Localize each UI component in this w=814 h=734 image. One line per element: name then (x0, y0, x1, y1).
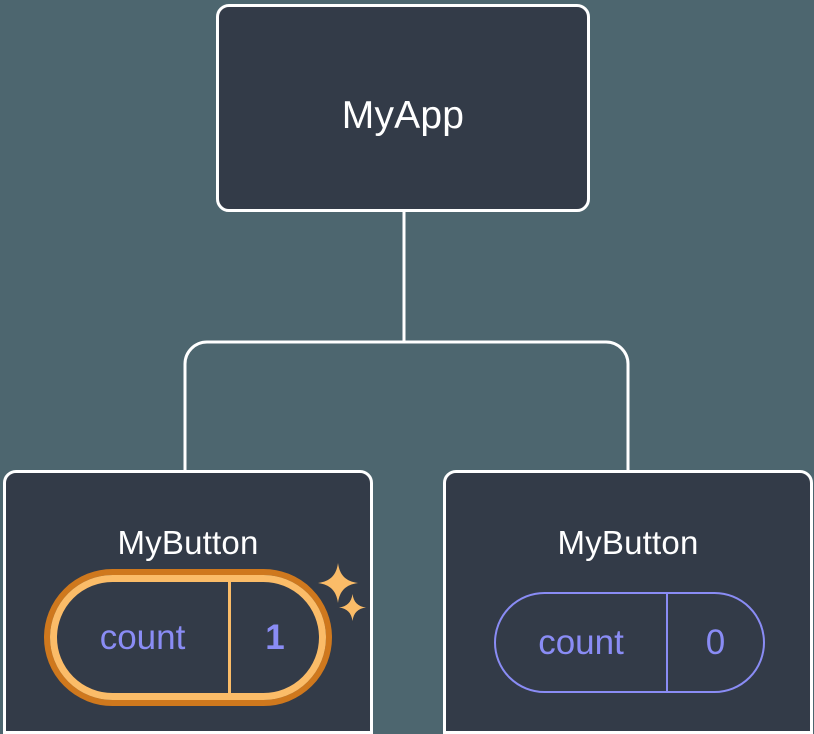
component-title: MyButton (117, 524, 259, 561)
state-value-label: 1 (265, 617, 285, 657)
state-pill-inner-ring: count 1 (50, 575, 326, 700)
connector-bus-left-branch (183, 340, 404, 472)
state-value-cell: 0 (668, 594, 763, 691)
connector-bus-right-branch (404, 340, 630, 472)
state-pill-plain[interactable]: count 0 (494, 592, 765, 693)
component-title: MyButton (557, 524, 699, 561)
sparkle-large-icon (318, 563, 358, 603)
component-node-myapp[interactable]: MyApp (216, 4, 590, 212)
state-key-cell: count (57, 582, 228, 693)
state-pill-divider (666, 594, 668, 691)
state-pill-divider (228, 582, 231, 693)
state-value-label: 0 (705, 622, 726, 662)
state-key-cell: count (496, 594, 666, 691)
state-key-label: count (538, 622, 624, 662)
state-key-label: count (99, 617, 186, 657)
state-value-cell: 1 (231, 582, 319, 693)
state-pill-highlighted[interactable]: count 1 (44, 569, 332, 706)
component-title: MyApp (341, 94, 465, 137)
component-node-mybutton-right[interactable]: MyButton (443, 470, 813, 734)
sparkle-small-icon (339, 594, 366, 621)
